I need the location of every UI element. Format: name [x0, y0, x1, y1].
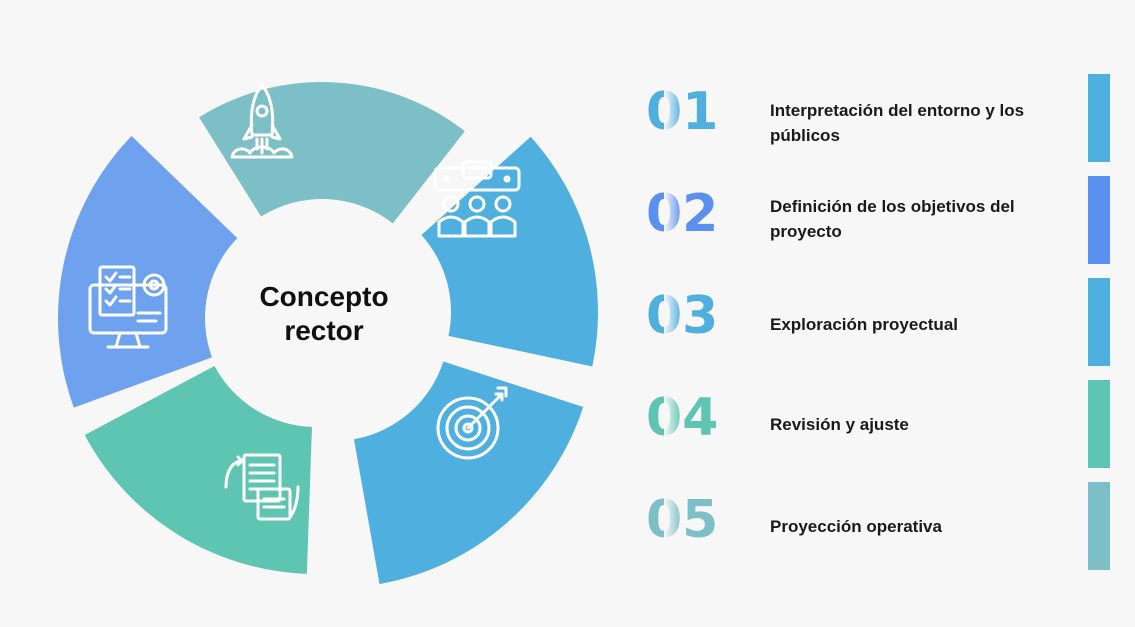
step-label: Proyección operativa [770, 517, 942, 536]
step-number: 01 [646, 82, 719, 142]
wheel-segment-2 [421, 136, 598, 367]
step-number: 02 [646, 184, 719, 244]
step-number: 05 [646, 490, 719, 550]
step-color-bar [1088, 380, 1110, 468]
step-label: Exploración proyectual [770, 315, 958, 334]
step-color-bar [1088, 176, 1110, 264]
target-icon [436, 386, 508, 460]
checklist-monitor-icon [88, 265, 168, 349]
step-item: 03 Exploración proyectual [646, 274, 1130, 366]
step-number: 04 [646, 388, 719, 448]
step-color-bar [1088, 278, 1110, 366]
numbers-fade-overlay [664, 75, 682, 575]
wheel-segment-3 [353, 361, 584, 585]
team-meeting-icon [433, 160, 521, 238]
step-item: 04 Revisión y ajuste [646, 376, 1130, 468]
cycle-diagram [57, 82, 598, 585]
step-number: 03 [646, 286, 719, 346]
document-review-icon [224, 453, 300, 521]
step-label: Interpretación del entorno y los público… [770, 101, 1025, 145]
step-item: 05 Proyección operativa [646, 478, 1130, 570]
step-color-bar [1088, 74, 1110, 162]
wheel-segment-1 [199, 82, 465, 224]
center-label: Concepto rector [259, 281, 389, 346]
step-item: 02 Definición de los objetivos del proye… [646, 172, 1130, 264]
step-item: 01 Interpretación del entorno y los públ… [646, 70, 1130, 162]
rocket-icon [230, 83, 294, 159]
step-color-bar [1088, 482, 1110, 570]
steps-list: 01 Interpretación del entorno y los públ… [646, 70, 1130, 580]
step-label: Revisión y ajuste [770, 415, 909, 434]
wheel-segment-5 [57, 135, 238, 408]
wheel-segment-4 [84, 365, 312, 574]
step-label: Definición de los objetivos del proyecto [770, 197, 1015, 241]
